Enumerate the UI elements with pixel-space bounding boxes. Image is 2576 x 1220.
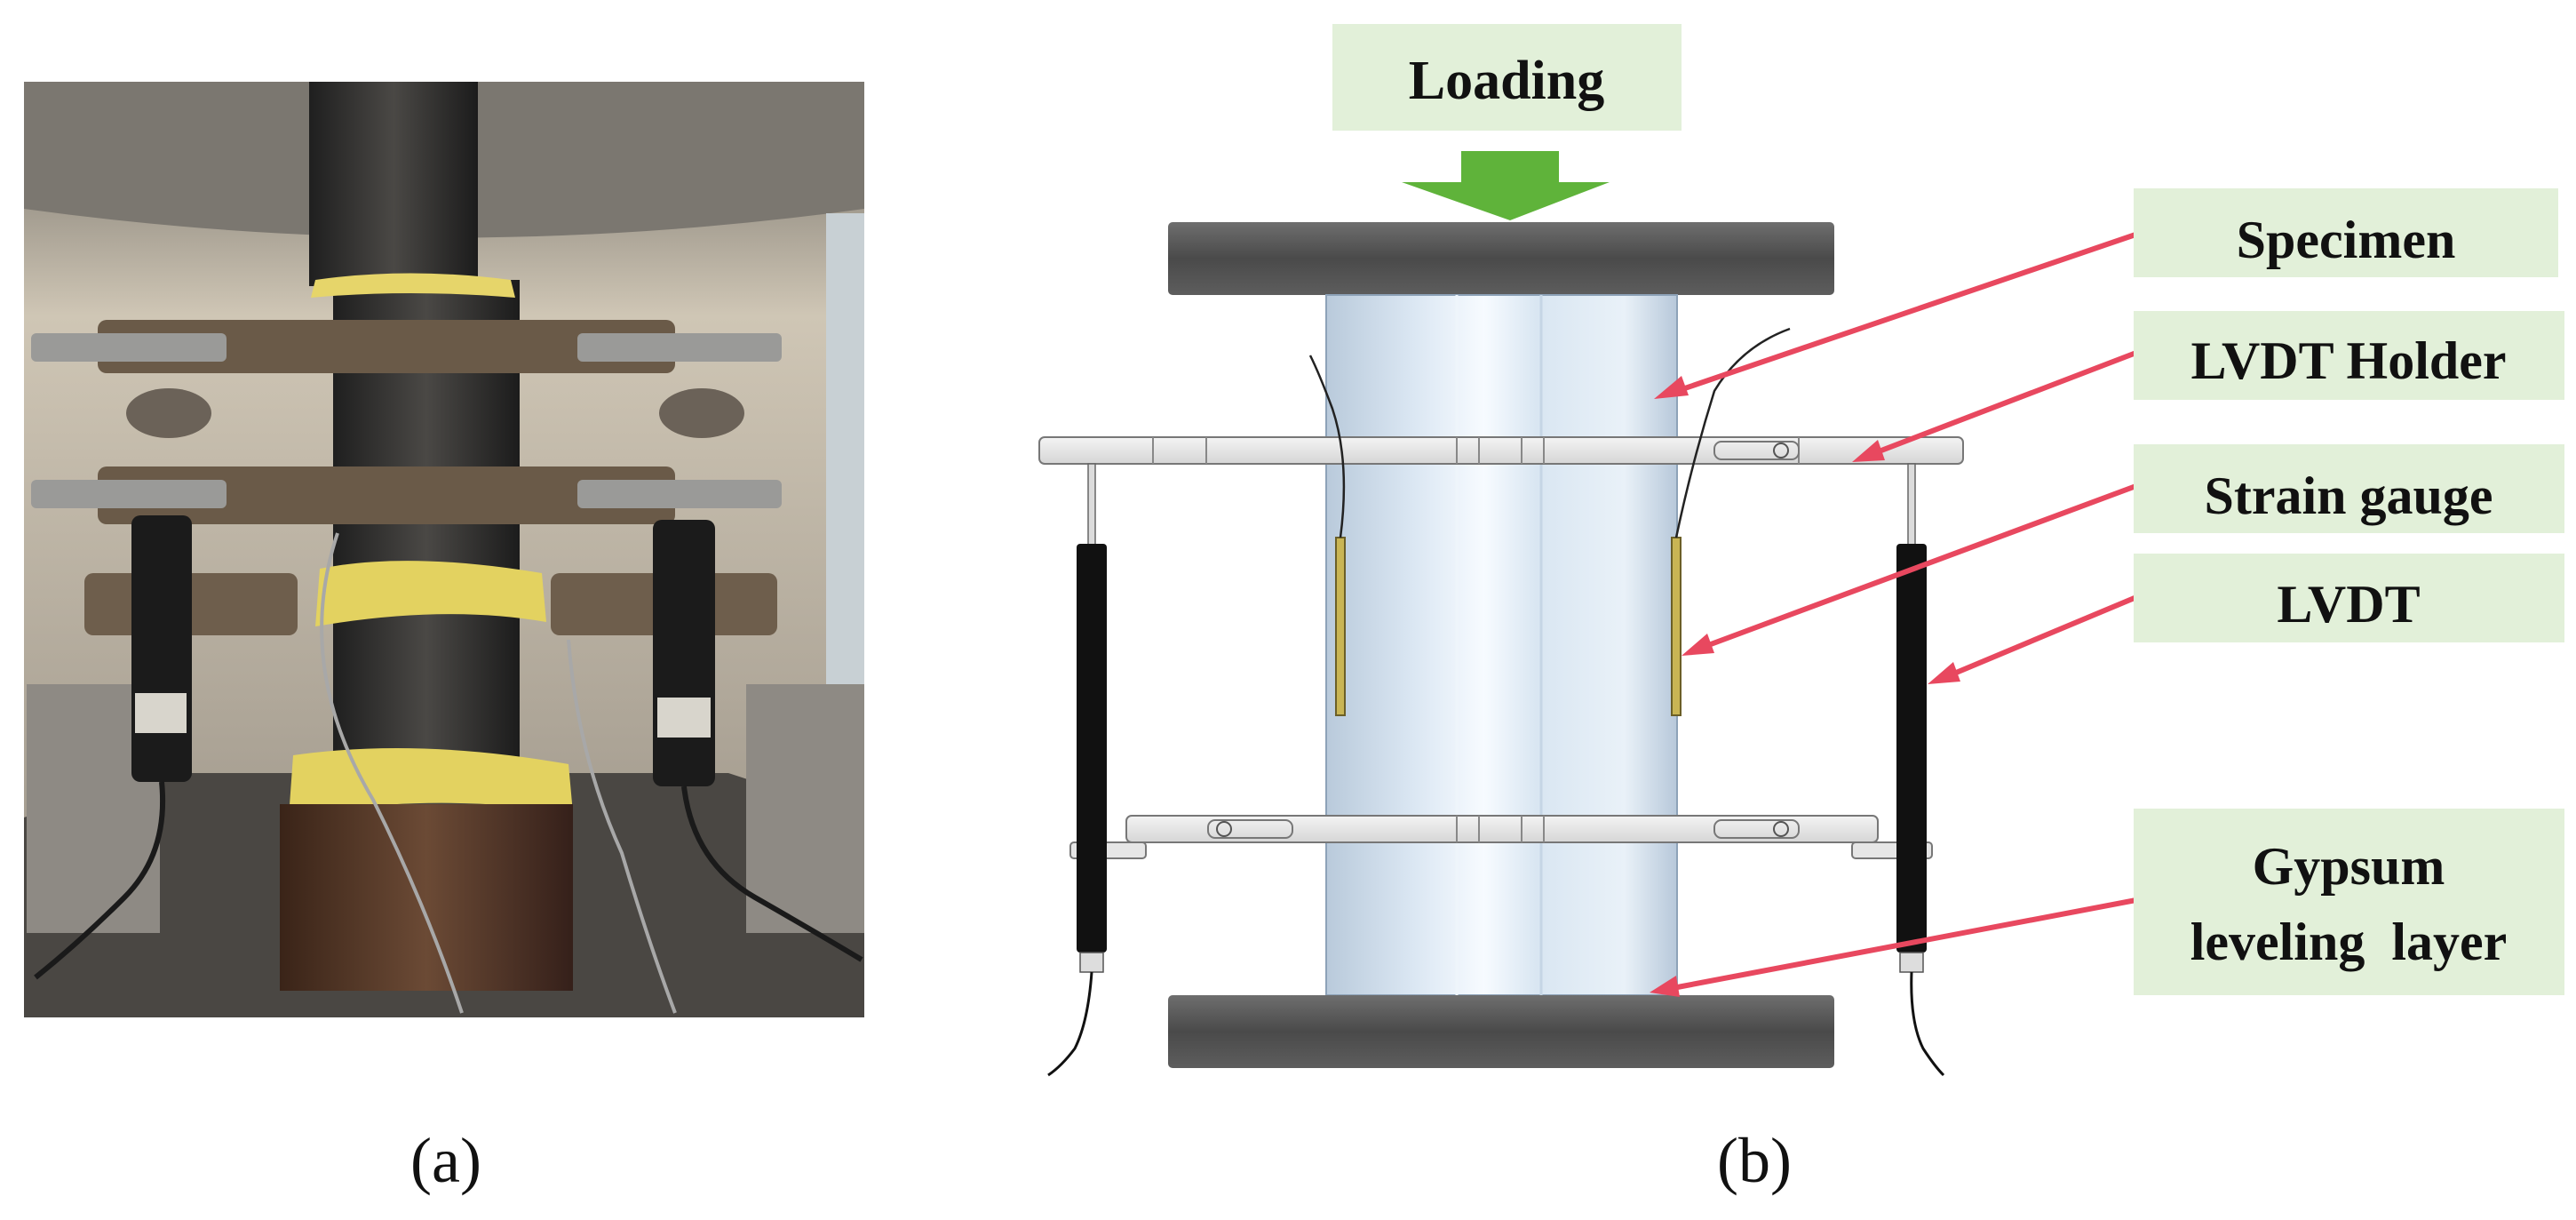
callout-lvdt-holder: LVDT Holder	[2134, 311, 2564, 400]
label-box	[2134, 444, 2564, 533]
callout-strain-gauge: Strain gauge	[2134, 444, 2564, 533]
arrow-gypsum	[1672, 897, 2142, 991]
callout-label-strain-gauge: Strain gauge	[2204, 466, 2493, 525]
arrow-head	[1928, 662, 1960, 684]
photo-cable	[681, 785, 863, 962]
callout-label-lvdt-holder: LVDT Holder	[2190, 331, 2506, 390]
callout-label-specimen: Specimen	[2237, 211, 2456, 269]
label-box	[2134, 554, 2564, 642]
photo-wire	[320, 532, 464, 1014]
arrow-head	[1852, 440, 1885, 462]
arrow-head	[1682, 634, 1714, 656]
gauge-wire	[1308, 355, 1346, 538]
upper-lvdt-holder	[1038, 436, 1964, 465]
photo-bolt	[577, 480, 782, 508]
photo-lower-holder	[98, 466, 675, 524]
caption-a: (a)	[410, 1125, 481, 1196]
panel-a-photo	[24, 82, 864, 1017]
panel-b-schematic: Loading	[1038, 24, 2564, 1077]
photo-lvdt-label	[657, 698, 711, 738]
photo-bolt	[31, 333, 227, 362]
lvdt-right	[1896, 463, 1945, 1077]
callout-label-gypsum-line1: Gypsum	[2253, 837, 2445, 896]
photo-lvdt-label	[135, 693, 187, 733]
arrow-lvdt	[1948, 593, 2143, 678]
label-box	[2134, 809, 2564, 995]
photo-upper-holder	[98, 320, 675, 373]
photo-gypsum-bottom	[289, 748, 573, 817]
lvdt-left	[1047, 463, 1107, 1077]
arrow-head	[1654, 376, 1689, 399]
photo-bolt	[577, 333, 782, 362]
loading-arrow-icon	[1402, 151, 1610, 220]
photo-loading-column	[309, 82, 478, 286]
arrow-strain-gauge	[1702, 482, 2143, 650]
label-box	[2134, 311, 2564, 400]
callout-label-lvdt: LVDT	[2277, 575, 2420, 634]
strain-gauge-left	[1335, 537, 1346, 716]
callout-label-gypsum-line2: leveling layer	[2190, 913, 2508, 971]
photo-cable	[34, 781, 166, 980]
photo-lvdt-left	[131, 515, 192, 782]
callout-arrows	[1650, 230, 2143, 997]
top-loading-plate	[1168, 222, 1834, 295]
specimen-cylinder	[1325, 294, 1678, 996]
photo-gypsum-top	[311, 273, 515, 298]
callout-gypsum: Gypsum leveling layer	[2134, 809, 2564, 995]
photo-bottom-block	[280, 804, 573, 991]
photo-nut	[659, 388, 744, 438]
photo-lvdt-right	[653, 520, 715, 786]
caption-b: (b)	[1717, 1125, 1792, 1196]
bottom-loading-plate	[1168, 995, 1834, 1068]
arrow-head	[1650, 976, 1680, 997]
photo-bolt	[31, 480, 227, 508]
callout-specimen: Specimen	[2134, 188, 2558, 277]
arrow-lvdt-holder	[1872, 348, 2143, 456]
loading-label-box	[1332, 24, 1682, 131]
gauge-wire	[1674, 327, 1791, 538]
arrow-specimen	[1676, 230, 2142, 394]
photo-window	[826, 213, 864, 729]
photo-wire	[567, 639, 677, 1014]
strain-gauge-right	[1671, 537, 1682, 716]
callout-lvdt: LVDT	[2134, 554, 2564, 642]
photo-gypsum-middle	[315, 561, 546, 626]
photo-side-block-right	[746, 684, 864, 933]
photo-nut	[126, 388, 211, 438]
label-box	[2134, 188, 2558, 277]
loading-label: Loading	[1409, 51, 1605, 111]
